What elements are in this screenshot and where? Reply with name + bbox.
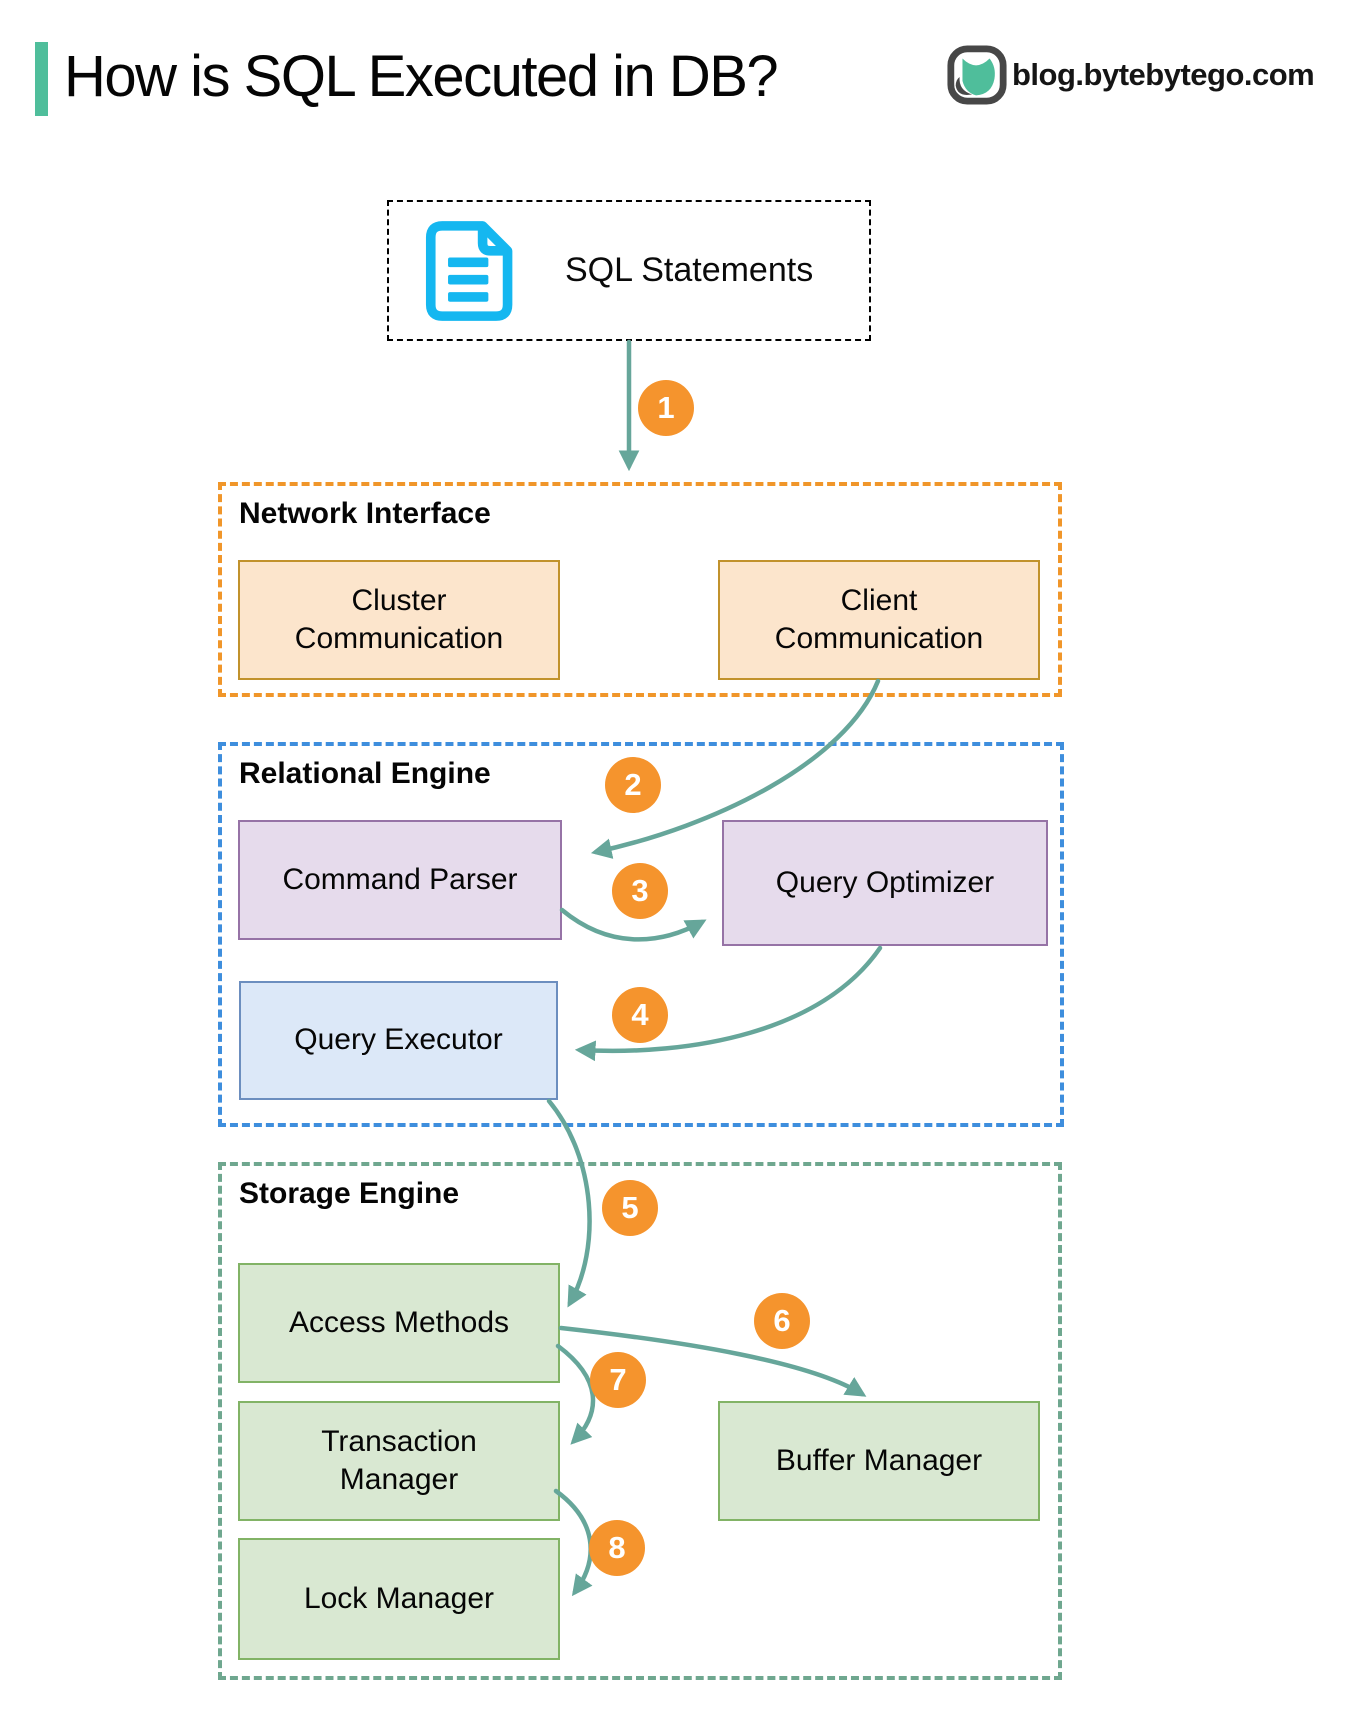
node-query-executor: Query Executor xyxy=(239,981,558,1100)
lock-manager-label: Lock Manager xyxy=(303,1581,495,1615)
node-access-methods: Access Methods xyxy=(238,1263,560,1383)
node-lock-manager: Lock Manager xyxy=(238,1538,560,1660)
query-executor-label: Query Executor xyxy=(294,1023,503,1057)
node-cluster-communication: Cluster Communication xyxy=(238,560,560,680)
transaction-manager-label: Transaction Manager xyxy=(321,1424,477,1496)
step-badge-3: 3 xyxy=(612,863,668,919)
command-parser-label: Command Parser xyxy=(282,862,518,896)
node-command-parser: Command Parser xyxy=(238,820,562,940)
sql-statements-label: SQL Statements xyxy=(565,251,814,289)
storage-engine-title: Storage Engine xyxy=(239,1177,460,1210)
node-client-communication: Client Communication xyxy=(718,560,1040,680)
step-badge-7: 7 xyxy=(590,1352,646,1408)
step-badge-6: 6 xyxy=(754,1293,810,1349)
step-badge-8: 8 xyxy=(589,1520,645,1576)
step-badge-1: 1 xyxy=(638,380,694,436)
brand-text: blog.bytebytego.com xyxy=(1012,57,1315,92)
query-optimizer-label: Query Optimizer xyxy=(775,865,995,899)
step-badge-5: 5 xyxy=(602,1180,658,1236)
bytebytego-logo-icon xyxy=(947,45,1007,105)
access-methods-label: Access Methods xyxy=(288,1305,510,1339)
buffer-manager-label: Buffer Manager xyxy=(775,1443,983,1477)
client-communication-label: Client Communication xyxy=(774,583,984,655)
cluster-communication-label: Cluster Communication xyxy=(294,583,504,655)
sql-statements-box: SQL Statements xyxy=(387,200,871,341)
page-title: How is SQL Executed in DB? xyxy=(64,43,779,109)
step-badge-4: 4 xyxy=(612,987,668,1043)
step-badge-2: 2 xyxy=(605,757,661,813)
node-transaction-manager: Transaction Manager xyxy=(238,1401,560,1521)
document-icon xyxy=(425,220,513,321)
brand: blog.bytebytego.com xyxy=(946,42,1315,108)
network-interface-title: Network Interface xyxy=(239,497,491,530)
node-buffer-manager: Buffer Manager xyxy=(718,1401,1040,1521)
node-query-optimizer: Query Optimizer xyxy=(722,820,1048,946)
title-accent-bar xyxy=(35,42,48,116)
relational-engine-title: Relational Engine xyxy=(239,757,491,790)
